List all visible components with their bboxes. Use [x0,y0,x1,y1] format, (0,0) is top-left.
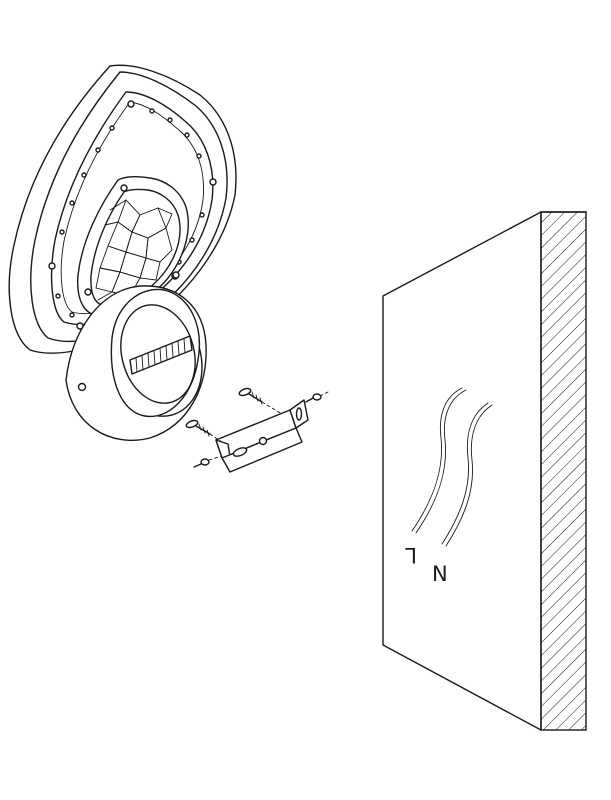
wire-neutral [445,404,493,547]
screw-4 [193,455,223,468]
screw-3 [185,419,223,443]
wire-live [415,389,467,534]
canopy-tube-opening [120,304,196,404]
lamp-window-inner [90,188,181,307]
round-canopy [65,285,207,442]
bracket-center-hole [258,436,268,446]
screw-2 [305,391,329,403]
lamp-body [8,64,237,354]
bracket-front-face [221,427,303,473]
wire-label-neutral: N [432,562,448,586]
bracket-slot-right [295,407,303,421]
mounting-bracket [215,399,309,473]
lamp-window-frame [77,175,189,317]
mains-wires [411,387,493,547]
wire-label-live: L [405,543,417,567]
crystal-shade [95,199,173,301]
wire-neutral-outline [441,402,489,545]
terminal-block [129,335,193,375]
wall-section-hatch [540,211,587,731]
mounting-screws [185,387,329,468]
screw-1 [238,387,283,415]
wall: L N [382,211,587,731]
wall-face [382,211,542,731]
wire-live-outline [411,387,463,532]
bracket-slot-left [232,447,248,457]
